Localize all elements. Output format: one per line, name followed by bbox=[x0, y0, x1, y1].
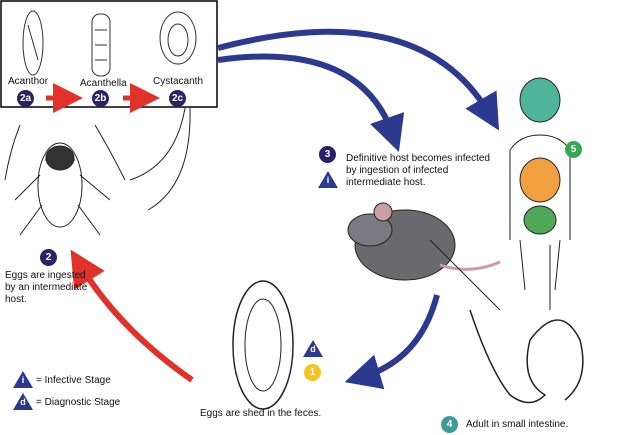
cockroach-drawing bbox=[4, 124, 126, 236]
acanthella-drawing bbox=[91, 13, 111, 77]
step3-text: Definitive host becomes infected by inge… bbox=[346, 153, 490, 189]
legend-infective-icon: i bbox=[13, 371, 33, 388]
adult-worm-drawing bbox=[469, 309, 584, 404]
diagnostic-stage-icon: d bbox=[303, 340, 323, 357]
triangle-letter: i bbox=[326, 175, 330, 185]
step3-line: by ingestion of infected bbox=[346, 165, 449, 176]
cystacanth-drawing bbox=[159, 11, 197, 65]
step2-line: by an intermediate bbox=[5, 282, 88, 293]
acanthella-label: Acanthella bbox=[80, 78, 127, 89]
step1-text: Eggs are shed in the feces. bbox=[200, 408, 322, 419]
legend-diagnostic-text: = Diagnostic Stage bbox=[36, 397, 121, 408]
step3-line: Definitive host becomes infected bbox=[346, 153, 490, 164]
stages-box bbox=[0, 0, 218, 108]
badge-5: 5 bbox=[565, 141, 582, 158]
rat-drawing bbox=[347, 202, 501, 311]
badge-2a: 2a bbox=[17, 90, 34, 107]
badge-1: 1 bbox=[304, 364, 321, 381]
human-drawing bbox=[509, 77, 571, 310]
infective-stage-icon: i bbox=[318, 171, 338, 188]
triangle-letter: d bbox=[20, 397, 26, 407]
legend-diagnostic-icon: d bbox=[13, 393, 33, 410]
egg-drawing bbox=[232, 280, 294, 410]
arrow-to-rat bbox=[217, 53, 405, 152]
step3-line: intermediate host. bbox=[346, 177, 426, 188]
badge-4: 4 bbox=[441, 416, 458, 433]
triangle-letter: i bbox=[21, 375, 25, 385]
triangle-letter: d bbox=[310, 344, 316, 354]
cystacanth-label: Cystacanth bbox=[153, 76, 204, 87]
arrow-to-cockroach bbox=[70, 249, 194, 383]
step2-line: Eggs are ingested bbox=[5, 270, 86, 281]
badge-2: 2 bbox=[40, 249, 57, 266]
step4-text: Adult in small intestine. bbox=[466, 419, 569, 430]
step2-text: Eggs are ingested by an intermediate hos… bbox=[5, 270, 87, 306]
step2-line: host. bbox=[5, 294, 27, 305]
badge-2b: 2b bbox=[92, 90, 109, 107]
legend-infective-text: = Infective Stage bbox=[36, 375, 111, 386]
badge-3: 3 bbox=[319, 146, 336, 163]
arrow-to-human bbox=[217, 28, 500, 131]
acanthor-drawing bbox=[22, 10, 44, 76]
acanthor-label: Acanthor bbox=[8, 76, 49, 87]
arrow-to-egg bbox=[344, 294, 440, 390]
badge-2c: 2c bbox=[169, 90, 186, 107]
